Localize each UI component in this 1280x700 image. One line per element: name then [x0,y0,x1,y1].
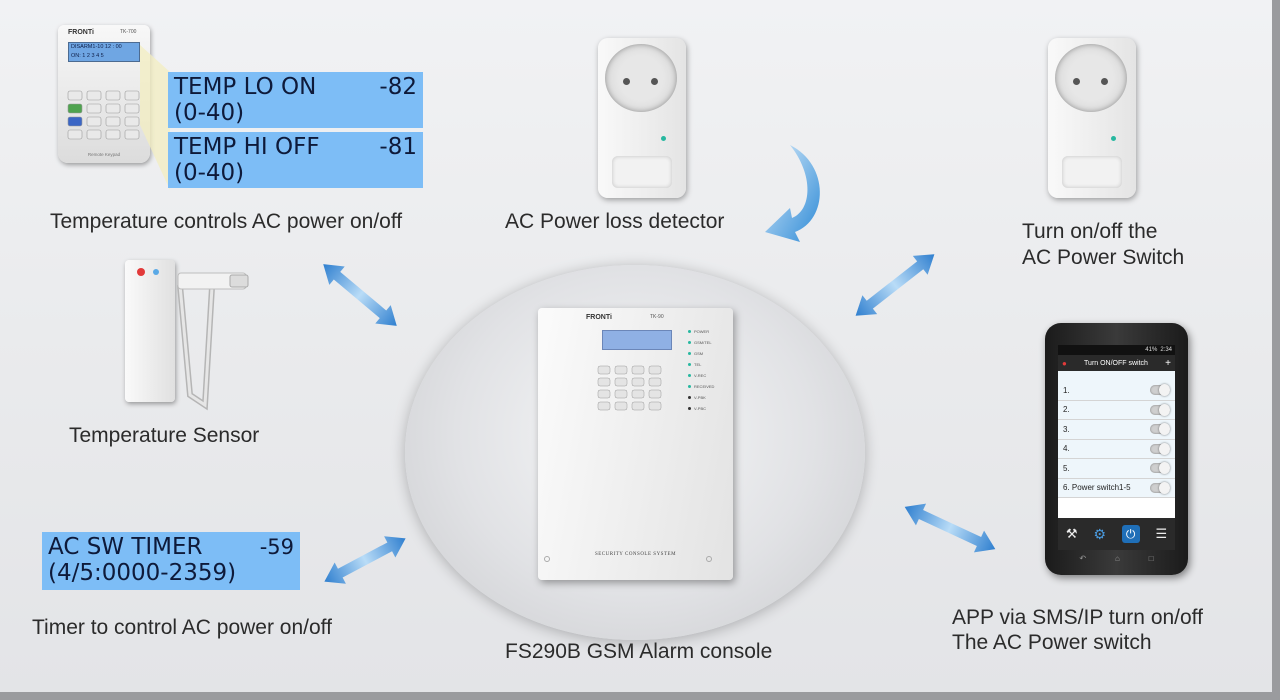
label-switch-line2: AC Power Switch [1022,246,1185,269]
status-led [661,136,666,141]
label-timer: Timer to control AC power on/off [32,616,332,639]
gear-icon[interactable]: ⚙ [1093,525,1106,542]
socket-face [605,44,677,112]
status-time: 2:34 [1160,347,1172,353]
home-icon[interactable]: ⌂ [1114,554,1120,563]
smartphone-device: 41% 2:34 ● Turn ON/OFF switch + 1. 2. 3.… [1045,323,1188,575]
lcd-temp-lo-code: -82 [379,74,417,100]
lcd-temp-hi-text: TEMP HI OFF [174,134,320,160]
keypad-brand: FRONTi [68,29,94,36]
wifi-icon: ● [1062,358,1067,368]
lcd-temp-lo-text: TEMP LO ON [174,74,317,100]
keypad-footer: Remote Keypad [87,152,121,157]
indicator-item: V-PBC [688,403,730,414]
console-brand: FRONTi [586,314,612,321]
plug-lower [612,156,672,188]
console-keypad [597,365,662,416]
label-switch-line1: Turn on/off the [1022,220,1158,243]
label-power-loss: AC Power loss detector [505,210,725,233]
switch-list: 1. 2. 3. 4. 5. 6. Power switch1-5 [1058,371,1175,498]
switch-row-4[interactable]: 4. [1058,440,1175,459]
console-screen [602,330,672,350]
switch-socket-face [1055,44,1127,112]
arrow-to-timer [324,536,406,584]
console-caption: SECURITY CONSOLE SYSTEM [594,552,677,557]
toggle-switch[interactable] [1150,481,1170,494]
lcd-temp-hi-range: (0-40) [174,160,245,186]
keypad-screen-line1: DISARM1-10 12 : 00 [71,44,122,50]
label-app-line1: APP via SMS/IP turn on/off [952,606,1203,629]
keypad-buttons [67,90,140,141]
indicator-item: V-REC [688,370,730,381]
power-loss-detector-device [598,38,686,198]
alarm-console-device: FRONTi TK-90 POWER GSM/TEL GSM TEL V-REC… [538,308,733,580]
lcd-temp-hi: TEMP HI OFF -81 (0-40) [168,132,423,188]
lcd-timer: AC SW TIMER -59 (4/5:0000-2359) [42,532,300,590]
phone-nav-bar: ↶ ⌂ □ [1065,554,1168,568]
curved-arrow [765,145,820,242]
switch-row-5[interactable]: 5. [1058,459,1175,479]
add-button[interactable]: + [1165,357,1171,369]
tools-icon[interactable]: ⚒ [1065,526,1078,541]
switch-row-6[interactable]: 6. Power switch1-5 [1058,479,1175,498]
label-console: FS290B GSM Alarm console [505,640,773,663]
ac-power-switch-device [1048,38,1136,198]
phone-app-header: ● Turn ON/OFF switch + [1058,355,1175,371]
indicator-item: GSM [688,348,730,359]
toggle-switch[interactable] [1150,403,1170,416]
list-icon[interactable]: ☰ [1155,526,1168,541]
label-app-line2: The AC Power switch [952,631,1152,654]
label-temp-controls: Temperature controls AC power on/off [50,210,403,233]
back-icon[interactable]: ↶ [1079,554,1087,563]
lcd-temp-lo-range: (0-40) [174,100,245,126]
lcd-timer-text: AC SW TIMER [48,534,203,560]
indicator-item: RECEIVED [688,381,730,392]
keypad-screen-line2: ON: 1 2 3 4 5 [71,53,104,59]
remote-keypad-device: FRONTi TK-700 DISARM1-10 12 : 00 ON: 1 2… [58,25,150,163]
phone-bottom-toolbar: ⚒ ⚙ ⏻ ☰ [1058,518,1175,550]
indicator-item: POWER [688,326,730,337]
toggle-switch[interactable] [1150,423,1170,436]
battery-text: 41% [1145,347,1158,353]
keypad-model: TK-700 [120,29,137,35]
indicator-item: V-PBK [688,392,730,403]
toggle-switch[interactable] [1150,442,1170,455]
lcd-timer-code: -59 [259,535,294,559]
lcd-temp-lo: TEMP LO ON -82 (0-40) [168,72,423,128]
lcd-timer-range: (4/5:0000-2359) [48,560,237,586]
app-title: Turn ON/OFF switch [1084,359,1148,367]
keypad-screen: DISARM1-10 12 : 00 ON: 1 2 3 4 5 [68,42,140,62]
phone-status-bar: 41% 2:34 [1058,345,1175,355]
arrow-to-switch [855,254,935,316]
switch-row-2[interactable]: 2. [1058,401,1175,420]
switch-plug-lower [1062,156,1122,188]
switch-status-led [1111,136,1116,141]
toggle-switch[interactable] [1150,384,1170,397]
switch-row-3[interactable]: 3. [1058,420,1175,440]
indicator-item: TEL [688,359,730,370]
switch-row-1[interactable]: 1. [1058,381,1175,401]
toggle-switch[interactable] [1150,462,1170,475]
temperature-sensor-device [125,260,175,402]
indicator-item: GSM/TEL [688,337,730,348]
arrow-to-app [904,503,996,553]
arrow-to-temp-controls [323,264,397,326]
phone-screen: 41% 2:34 ● Turn ON/OFF switch + 1. 2. 3.… [1058,345,1175,550]
console-model: TK-90 [650,314,664,320]
recent-icon[interactable]: □ [1148,554,1154,563]
label-temp-sensor: Temperature Sensor [69,424,260,447]
console-indicators: POWER GSM/TEL GSM TEL V-REC RECEIVED V-P… [688,326,730,414]
power-icon[interactable]: ⏻ [1121,525,1140,543]
temperature-probe [177,272,249,411]
lcd-temp-hi-code: -81 [379,134,417,160]
